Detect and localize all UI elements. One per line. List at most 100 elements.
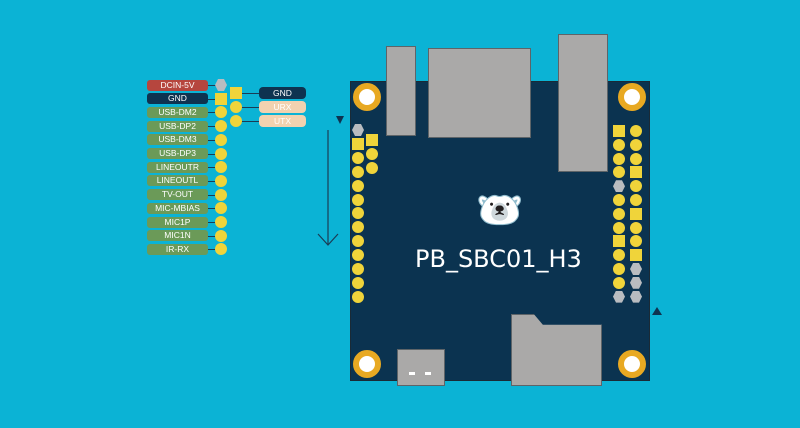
wire — [236, 120, 259, 122]
pin-circle — [352, 165, 364, 178]
pin-label: USB-DM2 — [147, 106, 208, 118]
pin-circle — [230, 100, 242, 113]
mounting-hole — [353, 83, 381, 111]
pin-circle — [215, 243, 227, 256]
pin-square — [613, 235, 625, 248]
pin-circle — [215, 174, 227, 187]
pin-square — [613, 125, 625, 137]
pin-circle — [215, 161, 227, 174]
pin-label: LINEOUTL — [147, 175, 208, 187]
wire — [208, 208, 221, 210]
wire — [208, 126, 221, 128]
pin-circle — [215, 188, 227, 201]
pin-circle — [352, 221, 364, 234]
wire — [208, 112, 221, 114]
pin-circle — [352, 263, 364, 275]
pin-circle — [613, 249, 625, 262]
pin-circle — [352, 290, 364, 303]
wire — [236, 93, 259, 94]
pin-label: USB-DM3 — [147, 134, 208, 146]
usb-port-1 — [386, 46, 416, 136]
pin-circle — [630, 221, 642, 234]
pin-circle — [215, 229, 227, 242]
pin-circle — [613, 138, 625, 151]
pin-label: USB-DP3 — [147, 148, 208, 159]
pin-hex — [630, 263, 642, 275]
mounting-hole — [618, 350, 646, 378]
pin-label: IR-RX — [147, 243, 208, 255]
ethernet-port — [428, 48, 531, 138]
pin-circle — [352, 235, 364, 248]
pin-square — [630, 207, 642, 220]
pin-circle — [630, 194, 642, 206]
wire — [208, 167, 221, 169]
mounting-hole — [618, 83, 646, 111]
wire — [208, 249, 221, 251]
uart-label: UTX — [259, 114, 306, 127]
wire — [208, 153, 221, 155]
pin-square — [215, 92, 227, 105]
pin-circle — [630, 152, 642, 165]
wire — [208, 98, 221, 100]
pin-label: MIC1N — [147, 230, 208, 242]
pin-circle — [352, 207, 364, 220]
pin-square — [352, 137, 364, 150]
pin-circle — [630, 138, 642, 151]
pin-circle — [215, 133, 227, 146]
pin-circle — [613, 276, 625, 289]
pin-circle — [613, 152, 625, 165]
down-arrow-icon — [317, 116, 344, 246]
pin-square — [630, 249, 642, 262]
pin-circle — [215, 202, 227, 215]
pin-label: DCIN-5V — [147, 79, 208, 91]
pin-circle — [352, 193, 364, 206]
pin-circle — [613, 221, 625, 234]
pin-circle — [215, 120, 227, 133]
pin1-marker-icon — [652, 307, 662, 315]
wire — [208, 194, 221, 196]
uart-label: GND — [259, 87, 306, 99]
pin-circle — [366, 161, 378, 174]
uart-label: URX — [259, 100, 306, 113]
pin-circle — [352, 276, 364, 289]
pin-circle — [366, 147, 378, 160]
pin-hex — [613, 290, 625, 303]
pin-circle — [613, 166, 625, 179]
wire — [208, 85, 221, 86]
pin-label: MIC-MBIAS — [147, 202, 208, 214]
pin-square — [630, 166, 642, 179]
pin-hex — [352, 124, 364, 136]
pin-circle — [630, 235, 642, 248]
pin-circle — [613, 207, 625, 220]
wire — [208, 180, 221, 182]
pin-circle — [352, 249, 364, 262]
pin-square — [230, 87, 242, 99]
wire — [208, 139, 221, 141]
pin-circle — [630, 180, 642, 193]
pin-circle — [352, 179, 364, 192]
pin-circle — [230, 114, 242, 127]
pin-circle — [613, 263, 625, 275]
sd-card-slot — [511, 314, 602, 386]
pin-circle — [630, 125, 642, 137]
pin-label: USB-DP2 — [147, 120, 208, 132]
pin-hex — [613, 180, 625, 193]
pin-circle — [215, 106, 227, 119]
wire — [208, 222, 221, 223]
power-connector — [397, 349, 445, 386]
pin-circle — [352, 151, 364, 164]
pin-label: GND — [147, 93, 208, 105]
pin-hex — [630, 290, 642, 303]
mounting-hole — [353, 350, 381, 378]
pin-circle — [215, 147, 227, 160]
board-title: PB_SBC01_H3 — [415, 245, 582, 273]
pin-hex — [630, 276, 642, 289]
pin-label: MIC1P — [147, 216, 208, 228]
pin-circle — [613, 194, 625, 206]
usb-port-2 — [558, 34, 608, 172]
pin-label: TV-OUT — [147, 189, 208, 201]
pin-hex — [215, 79, 227, 91]
wire — [236, 106, 259, 108]
wire — [208, 235, 221, 237]
pin-circle — [215, 216, 227, 228]
